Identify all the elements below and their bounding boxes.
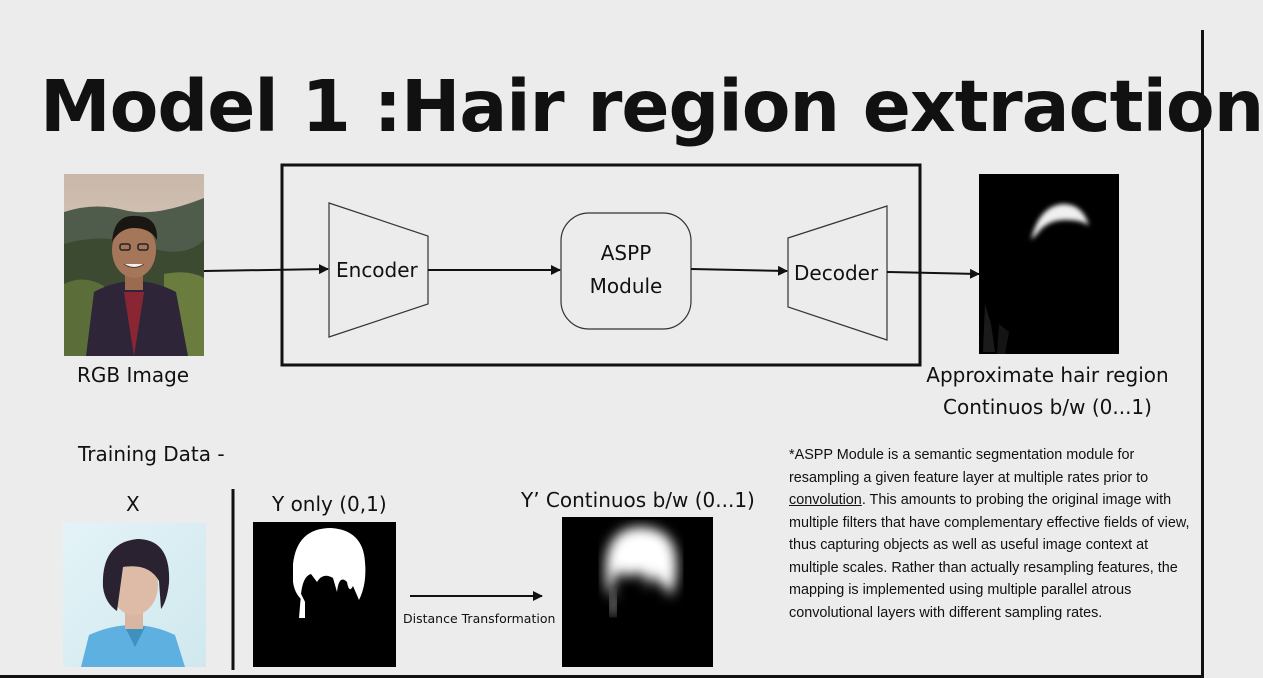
aspp-note: *ASPP Module is a semantic segmentation …: [789, 444, 1199, 624]
decoder-label: Decoder: [794, 261, 879, 285]
aspp-note-text: *ASPP Module is a semantic segmentation …: [789, 447, 1149, 486]
y-prime-label: Y’ Continuos b/w (0...1): [521, 488, 755, 512]
arrow-decoder-output: [886, 268, 980, 279]
hair-mask-output-image: [983, 204, 1089, 354]
architecture-diagram: [203, 163, 980, 670]
person-photo-icon: [64, 174, 204, 356]
output-hair-mask: [979, 174, 1119, 354]
arrow-aspp-decoder: [690, 265, 788, 276]
bottom-edge-line: [0, 675, 1204, 678]
output-label-line1: Approximate hair region: [926, 363, 1169, 387]
aspp-note-text-continued: . This amounts to probing the original i…: [789, 492, 1190, 621]
aspp-label-line1: ASPP: [600, 241, 652, 265]
aspp-label-line2: Module: [589, 274, 663, 298]
x-label: X: [126, 492, 140, 516]
binary-hair-mask-image: [293, 528, 366, 618]
training-person-photo-icon: [63, 523, 206, 667]
encoder-shape: [328, 202, 429, 338]
convolution-link[interactable]: convolution: [789, 492, 862, 508]
output-label-line2: Continuos b/w (0...1): [943, 395, 1152, 419]
encoder-label: Encoder: [336, 258, 418, 282]
rgb-input-image: [64, 174, 204, 356]
distance-transformation-label: Distance Transformation: [403, 611, 556, 626]
y-label: Y only (0,1): [272, 492, 387, 516]
page-title: Model 1 :Hair region extraction: [40, 65, 1263, 148]
right-edge-line: [1201, 30, 1204, 678]
training-y-prime-mask: [562, 517, 713, 667]
continuous-hair-mask-image: [606, 527, 677, 615]
rgb-image-label: RGB Image: [77, 363, 190, 387]
decoder-shape: [787, 205, 888, 341]
training-x-image: [63, 523, 206, 667]
model-box: [280, 163, 922, 367]
aspp-shape: [560, 212, 692, 330]
training-data-heading: Training Data -: [78, 442, 225, 466]
training-y-mask: [253, 522, 396, 667]
arrow-input-encoder: [203, 264, 329, 275]
